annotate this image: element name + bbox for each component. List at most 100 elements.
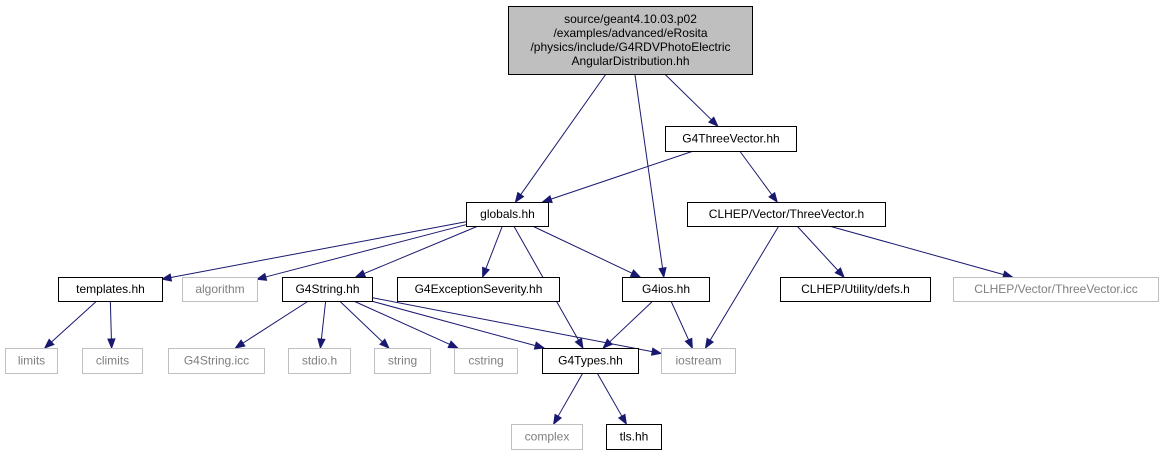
edge-arrowhead: [234, 339, 246, 349]
edge-g4string_hh-to-g4types_hh: [371, 300, 546, 350]
node-label: CLHEP/Vector/ThreeVector.h: [709, 207, 864, 221]
edge-arrowhead: [1002, 270, 1014, 279]
edge-g4ios_hh-to-g4types_hh: [602, 300, 654, 349]
edge-arrowhead: [834, 267, 845, 279]
node-label: AngularDistribution.hh: [571, 54, 689, 68]
node-root[interactable]: source/geant4.10.03.p02/examples/advance…: [508, 6, 753, 75]
edge-line: [532, 225, 633, 274]
node-box: [665, 126, 797, 152]
edge-g4string_hh-to-g4string_icc: [234, 300, 309, 349]
node-label: tls.hh: [620, 430, 649, 444]
node-tls-hh[interactable]: tls.hh: [606, 424, 662, 450]
edge-line: [796, 225, 839, 271]
edge-clhep_threevector_h-to-iostream: [704, 225, 780, 350]
node-stdio-h: stdio.h: [288, 348, 351, 374]
node-threevector-hh[interactable]: G4ThreeVector.hh: [665, 126, 797, 152]
edge-arrowhead: [43, 338, 55, 349]
node-box: [374, 348, 431, 374]
edge-threevector_hh-to-globals_hh: [541, 150, 694, 203]
edge-root-to-globals_hh: [514, 73, 607, 204]
edge-line: [557, 372, 584, 417]
edge-arrowhead: [255, 272, 268, 281]
node-label: G4Types.hh: [558, 354, 623, 368]
node-box: [58, 277, 163, 302]
node-box: [82, 348, 143, 374]
edge-line: [363, 225, 479, 274]
edge-arrowhead: [541, 194, 553, 203]
edge-arrowhead: [533, 341, 546, 350]
edge-arrowhead: [684, 337, 693, 350]
node-globals-hh[interactable]: globals.hh: [466, 202, 549, 227]
node-label: string: [388, 354, 417, 368]
node-clhep-threevector-icc: CLHEP/Vector/ThreeVector.icc: [953, 277, 1159, 302]
node-box: [288, 348, 351, 374]
node-box: [168, 348, 265, 374]
node-label: globals.hh: [480, 207, 535, 221]
node-string: string: [374, 348, 431, 374]
edge-line: [670, 300, 690, 341]
edge-globals_hh-to-g4exceptionseverity_hh: [482, 225, 503, 279]
edge-arrowhead: [482, 266, 491, 279]
node-label: /physics/include/G4RDVPhotoElectric: [530, 40, 730, 54]
node-climits: climits: [82, 348, 143, 374]
edge-g4ios_hh-to-iostream: [670, 300, 693, 350]
node-label: iostream: [675, 354, 721, 368]
edge-arrowhead: [768, 191, 778, 204]
node-g4exceptionseverity-hh[interactable]: G4ExceptionSeverity.hh: [397, 277, 560, 302]
edge-arrowhead: [354, 269, 367, 278]
node-box: [953, 277, 1159, 302]
edge-line: [170, 221, 467, 278]
edge-line: [242, 300, 309, 344]
edge-line: [485, 225, 503, 269]
edge-templates_hh-to-climits: [107, 300, 116, 350]
node-clhep-defs-h[interactable]: CLHEP/Utility/defs.h: [780, 277, 931, 302]
node-g4ios-hh[interactable]: G4ios.hh: [622, 277, 710, 302]
edge-arrowhead: [574, 337, 584, 350]
edge-line: [709, 225, 780, 341]
node-templates-hh[interactable]: templates.hh: [58, 277, 163, 302]
node-box: [661, 348, 736, 374]
edge-arrowhead: [602, 338, 614, 349]
edge-arrowhead: [107, 338, 116, 350]
edge-clhep_threevector_h-to-clhep_defs_h: [796, 225, 845, 279]
edge-templates_hh-to-limits: [43, 300, 98, 349]
node-label: complex: [525, 430, 570, 444]
node-label: cstring: [468, 354, 503, 368]
node-limits: limits: [5, 348, 58, 374]
edge-g4string_hh-to-string: [339, 300, 390, 349]
edge-line: [520, 73, 607, 195]
edge-globals_hh-to-g4string_hh: [354, 225, 479, 278]
edge-arrowhead: [160, 273, 173, 282]
node-label: climits: [96, 354, 129, 368]
edge-line: [828, 225, 1004, 276]
edge-line: [265, 224, 467, 278]
node-box: [606, 424, 662, 450]
edge-arrowhead: [658, 266, 667, 279]
node-g4string-hh[interactable]: G4String.hh: [282, 277, 373, 302]
edge-line: [109, 300, 112, 340]
node-iostream: iostream: [661, 348, 736, 374]
node-box: [454, 348, 518, 374]
edge-g4string_hh-to-cstring: [353, 300, 460, 349]
node-box: [397, 277, 560, 302]
node-label: /examples/advanced/eRosita: [553, 26, 707, 40]
edge-line: [609, 300, 654, 343]
edge-arrowhead: [317, 338, 326, 350]
node-label: G4String.hh: [295, 282, 359, 296]
edge-line: [339, 300, 383, 343]
node-box: [687, 202, 886, 227]
edge-line: [596, 372, 623, 417]
edge-arrowhead: [447, 340, 460, 349]
node-clhep-threevector-h[interactable]: CLHEP/Vector/ThreeVector.h: [687, 202, 886, 227]
node-box: [508, 6, 753, 75]
edges-layer: [43, 73, 1014, 426]
node-g4types-hh[interactable]: G4Types.hh: [542, 348, 639, 374]
edge-globals_hh-to-algorithm: [255, 224, 467, 281]
edge-arrowhead: [552, 413, 563, 426]
edge-arrowhead: [629, 269, 642, 278]
node-box: [466, 202, 549, 227]
node-box: [182, 277, 258, 302]
edge-root-to-threevector_hh: [664, 73, 719, 127]
node-label: CLHEP/Utility/defs.h: [801, 282, 910, 296]
